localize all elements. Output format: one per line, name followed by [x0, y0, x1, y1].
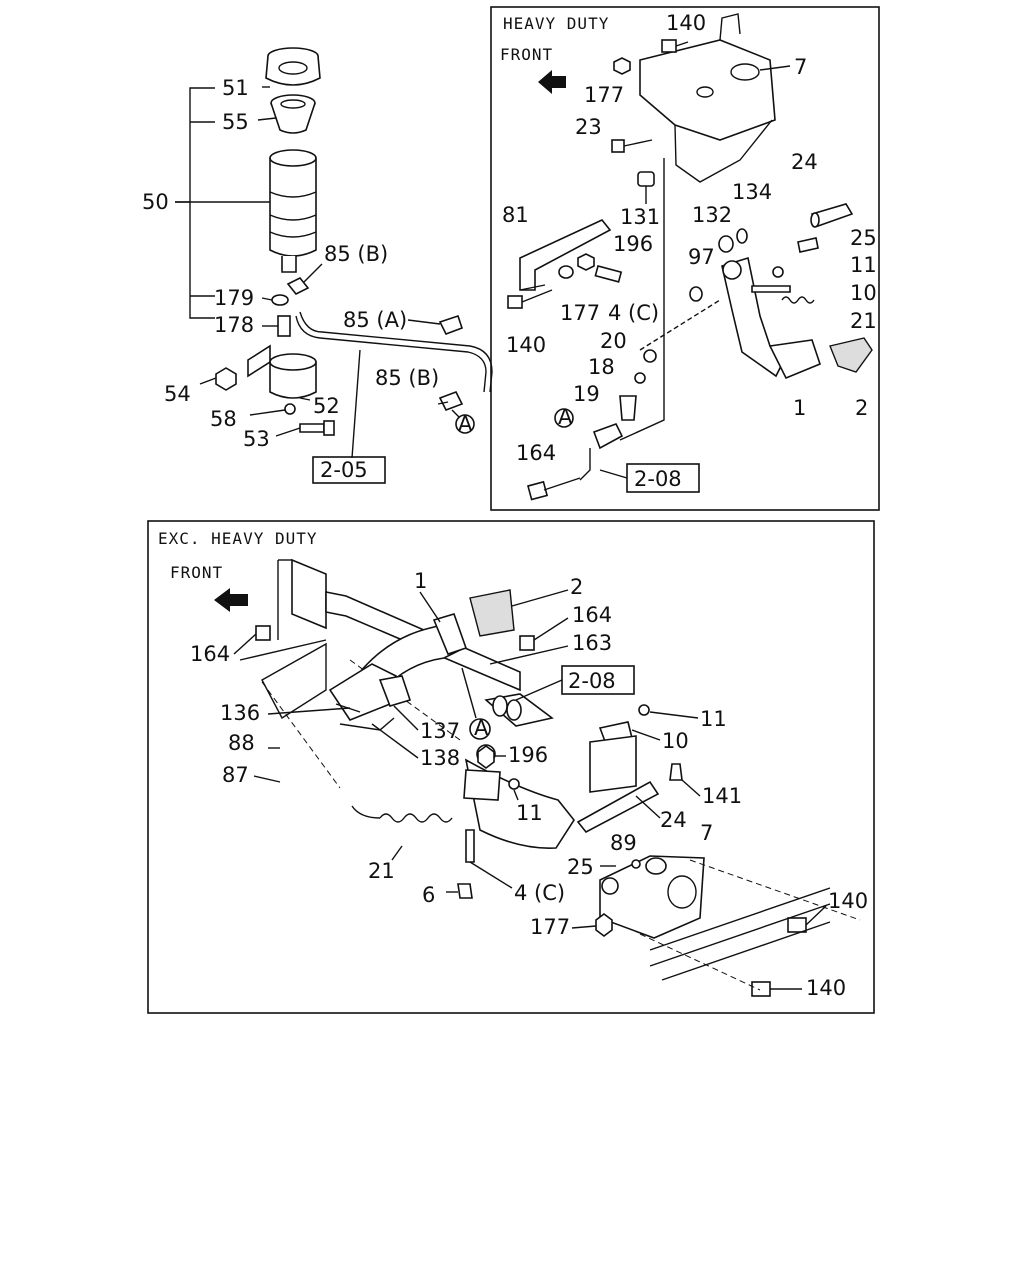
- exc-label-11b: 11: [516, 801, 543, 825]
- reservoir-seal: [270, 94, 316, 134]
- heavy-duty-front: FRONT: [500, 45, 553, 64]
- label-55: 55: [222, 110, 249, 134]
- hd-label-20: 20: [600, 329, 627, 353]
- hd-label-134: 134: [732, 180, 772, 204]
- exc-label-7: 7: [700, 821, 713, 845]
- label-179: 179: [214, 286, 254, 310]
- label-85b-lower: 85 (B): [375, 366, 439, 390]
- hd-label-19: 19: [573, 382, 600, 406]
- label-ref-a: A: [458, 412, 473, 436]
- hd-label-10: 10: [850, 281, 877, 305]
- hd-label-140: 140: [666, 11, 706, 35]
- label-51: 51: [222, 76, 249, 100]
- exc-label-24: 24: [660, 808, 687, 832]
- label-85b: 85 (B): [324, 242, 388, 266]
- exc-front: FRONT: [170, 563, 223, 582]
- exc-label-89: 89: [610, 831, 637, 855]
- exc-label-141: 141: [702, 784, 742, 808]
- exc-label-25: 25: [567, 855, 594, 879]
- exc-label-140a: 140: [828, 889, 868, 913]
- hd-label-25: 25: [850, 226, 877, 250]
- hd-ref-2-08: 2-08: [634, 467, 682, 491]
- exc-label-140b: 140: [806, 976, 846, 1000]
- hd-label-23: 23: [575, 115, 602, 139]
- ref-2-05: 2-05: [320, 458, 368, 482]
- pedal-pad: [829, 337, 873, 373]
- reservoir-assembly: [175, 47, 493, 484]
- exc-heavy-duty-frame: [147, 520, 875, 1014]
- hd-label-132: 132: [692, 203, 732, 227]
- exc-label-6: 6: [422, 883, 435, 907]
- exc-label-87: 87: [222, 763, 249, 787]
- exc-label-138: 138: [420, 746, 460, 770]
- exc-label-10: 10: [662, 729, 689, 753]
- exc-heavy-duty-assembly: EXC. HEAVY DUTY FRONT: [158, 529, 861, 997]
- hd-label-164: 164: [516, 441, 556, 465]
- hd-label-177b: 177: [560, 301, 600, 325]
- hd-label-1: 1: [793, 396, 806, 420]
- hd-label-7: 7: [794, 55, 807, 79]
- pedal-pad: [469, 589, 515, 637]
- label-53: 53: [243, 427, 270, 451]
- exc-label-177: 177: [530, 915, 570, 939]
- exc-label-163: 163: [572, 631, 612, 655]
- hd-label-177: 177: [584, 83, 624, 107]
- hd-label-81: 81: [502, 203, 529, 227]
- hd-label-21: 21: [850, 309, 877, 333]
- heavy-duty-labels: 140 7 177 23 131 24 134 132 25 81 196 97…: [502, 11, 877, 491]
- hd-label-24: 24: [791, 150, 818, 174]
- hd-label-131: 131: [620, 205, 660, 229]
- heavy-duty-title: HEAVY DUTY: [503, 14, 609, 33]
- reservoir-labels: 51 55 50 85 (B) 179 178 85 (A) 54 85 (B)…: [142, 76, 473, 482]
- exc-labels: 1 2 164 163 164 136 137 A 88 138 196 87 …: [190, 569, 868, 1000]
- label-54: 54: [164, 382, 191, 406]
- exc-label-4c: 4 (C): [514, 881, 565, 905]
- hd-label-196: 196: [613, 232, 653, 256]
- hd-label-4c: 4 (C): [608, 301, 659, 325]
- reservoir-tank: [269, 149, 317, 273]
- label-52: 52: [313, 394, 340, 418]
- exc-title: EXC. HEAVY DUTY: [158, 529, 318, 548]
- exc-label-2: 2: [570, 575, 583, 599]
- reservoir-bracket: [247, 344, 317, 399]
- label-178: 178: [214, 313, 254, 337]
- heavy-duty-frame: [490, 6, 880, 511]
- front-arrow-icon: [538, 70, 566, 94]
- label-58: 58: [210, 407, 237, 431]
- reservoir-cap: [265, 47, 321, 86]
- hd-label-a: A: [558, 405, 573, 429]
- exc-label-88: 88: [228, 731, 255, 755]
- exc-label-21: 21: [368, 859, 395, 883]
- exc-label-a: A: [474, 716, 489, 740]
- exc-label-1: 1: [414, 569, 427, 593]
- front-arrow-icon: [214, 588, 248, 612]
- exc-leaders: [233, 589, 827, 990]
- hd-label-2: 2: [855, 396, 868, 420]
- hd-label-11: 11: [850, 253, 877, 277]
- heavy-duty-assembly: HEAVY DUTY FRONT: [500, 13, 873, 501]
- exc-label-196: 196: [508, 743, 548, 767]
- exc-label-11a: 11: [700, 707, 727, 731]
- exc-label-164a: 164: [572, 603, 612, 627]
- exc-ref-2-08: 2-08: [568, 669, 616, 693]
- exc-label-136: 136: [220, 701, 260, 725]
- hd-label-97: 97: [688, 245, 715, 269]
- exc-label-137: 137: [420, 719, 460, 743]
- label-85a: 85 (A): [343, 308, 407, 332]
- hd-label-140b: 140: [506, 333, 546, 357]
- label-50: 50: [142, 190, 169, 214]
- exc-label-164b: 164: [190, 642, 230, 666]
- hd-label-18: 18: [588, 355, 615, 379]
